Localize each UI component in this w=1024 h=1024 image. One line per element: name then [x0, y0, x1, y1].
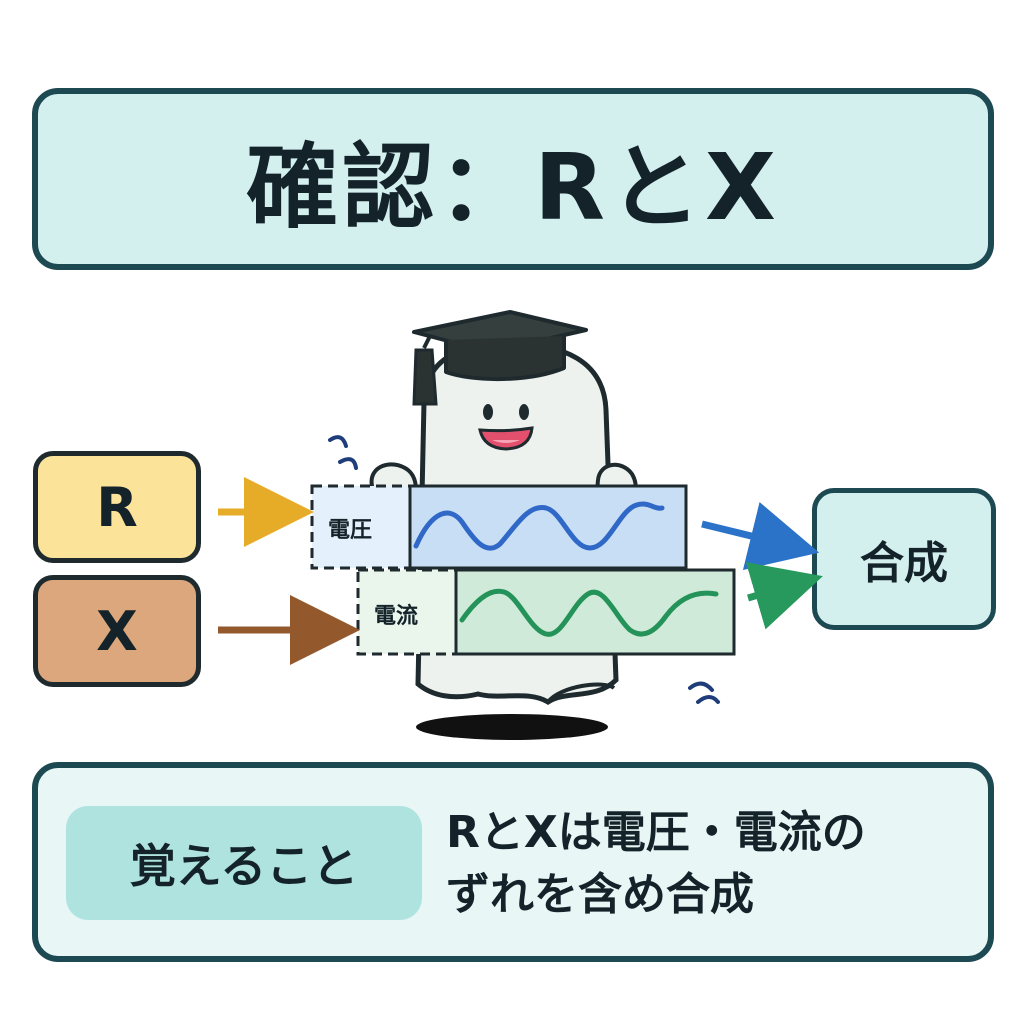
graduation-cap-icon [412, 310, 588, 406]
x-label: X [96, 599, 138, 663]
current-wave-panel [356, 568, 736, 656]
voltage-to-output-arrow [701, 502, 820, 571]
summary-tag: 覚えること [66, 806, 422, 920]
title-banner: 確認：RとX [32, 88, 994, 270]
voltage-wave-panel [310, 484, 688, 570]
voltage-label: 電圧 [328, 518, 373, 543]
ghost-shadow [416, 714, 608, 740]
motion-lines-icon [328, 435, 720, 704]
current-wave [459, 588, 719, 637]
synthesis-label: 合成 [860, 538, 948, 589]
summary-line-2: ずれを含め合成 [446, 869, 754, 920]
summary-panel: 覚えること RとXは電圧・電流の ずれを含め合成 [32, 762, 994, 962]
x-input-box: X [33, 575, 201, 687]
summary-line-1: RとXは電圧・電流の [446, 807, 866, 858]
current-to-output-arrow [745, 562, 823, 630]
voltage-wave [413, 501, 665, 551]
r-input-box: R [33, 451, 201, 563]
page-title: 確認：RとX [246, 133, 780, 241]
current-label: 電流 [374, 604, 419, 629]
r-label: R [96, 475, 138, 539]
summary-text: RとXは電圧・電流の ずれを含め合成 [446, 802, 986, 926]
